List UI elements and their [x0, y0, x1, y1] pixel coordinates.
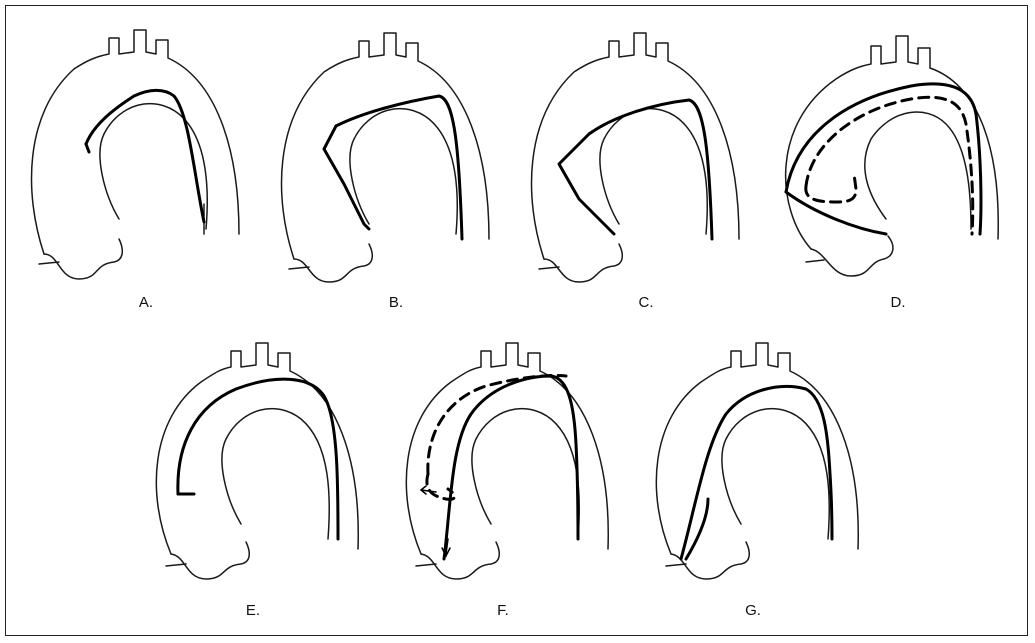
aortic-arch-diagram-d [776, 24, 1006, 294]
aortic-arch-diagram-b [274, 24, 504, 294]
figure-frame: A. B. C. [5, 5, 1028, 636]
panel-a: A. [24, 24, 254, 324]
panel-c: C. [524, 24, 754, 324]
panel-f: F. [396, 334, 626, 634]
panel-label: C. [616, 294, 676, 311]
panel-g: G. [646, 334, 876, 634]
panel-label: G. [723, 602, 783, 619]
aortic-arch-diagram-a [24, 24, 254, 294]
panel-label: E. [223, 602, 283, 619]
aortic-arch-diagram-c [524, 24, 754, 294]
panel-label: F. [473, 602, 533, 619]
aortic-arch-diagram-e [146, 334, 376, 604]
panel-label: B. [366, 294, 426, 311]
panel-label: A. [116, 294, 176, 311]
panel-b: B. [274, 24, 504, 324]
aortic-arch-diagram-f [396, 334, 626, 604]
panel-label: D. [868, 294, 928, 311]
panel-d: D. [776, 24, 1006, 324]
panel-e: E. [146, 334, 376, 634]
aortic-arch-diagram-g [646, 334, 876, 604]
